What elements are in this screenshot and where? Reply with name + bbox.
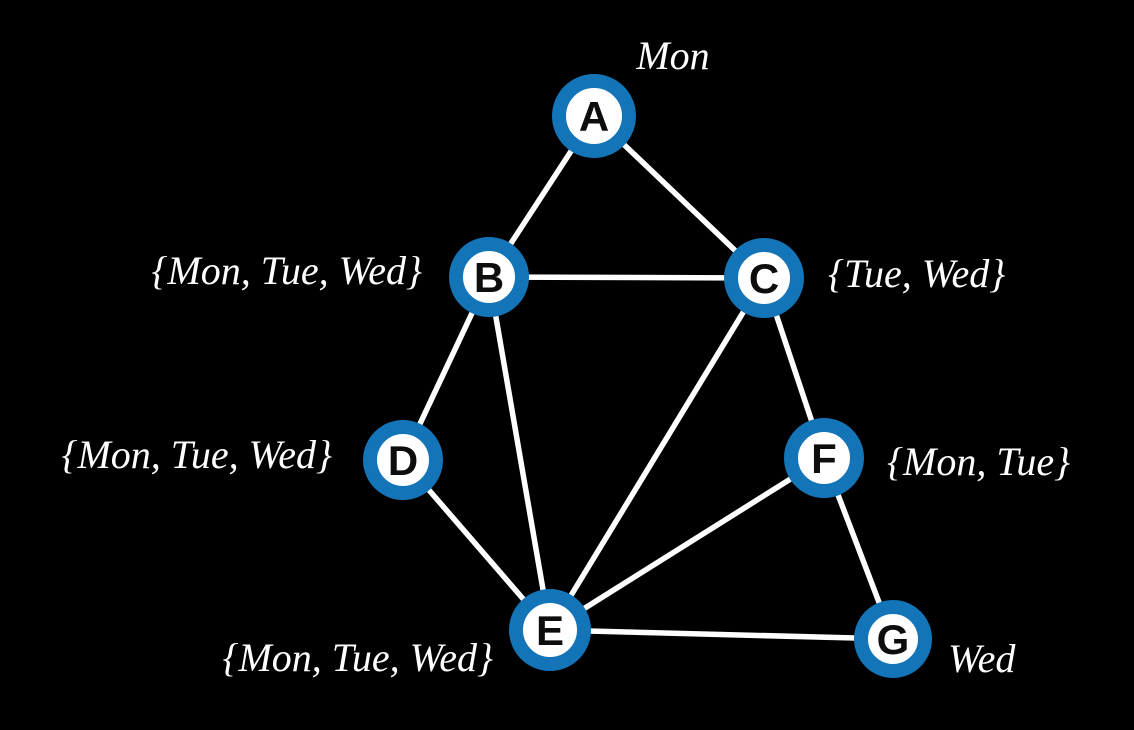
node-circle-F: [784, 418, 864, 498]
domain-label-A: Mon: [635, 33, 709, 78]
node-circle-D: [363, 420, 443, 500]
node-circle-C: [724, 238, 804, 318]
edge-C-E: [547, 275, 767, 633]
node-letter-B: B: [474, 254, 504, 301]
graph-node-D: D: [363, 420, 443, 500]
domain-label-B: {Mon, Tue, Wed}: [151, 248, 422, 293]
graph-node-B: B: [449, 237, 529, 317]
edge-B-C: [486, 274, 767, 281]
node-letter-G: G: [877, 616, 910, 663]
graph-node-F: F: [784, 418, 864, 498]
node-letter-D: D: [388, 437, 418, 484]
node-letter-F: F: [811, 435, 837, 482]
node-circle-B: [449, 237, 529, 317]
graph-node-C: C: [724, 238, 804, 318]
node-letter-A: A: [579, 93, 609, 140]
node-circle-E: [509, 589, 591, 671]
node-letter-E: E: [536, 607, 564, 654]
domain-label-C: {Tue, Wed}: [828, 251, 1005, 296]
graph-node-A: A: [552, 74, 636, 158]
domain-label-F: {Mon, Tue}: [887, 439, 1070, 484]
domain-label-D: {Mon, Tue, Wed}: [61, 432, 332, 477]
edge-E-F: [547, 455, 827, 633]
graph-node-G: G: [854, 600, 932, 678]
node-circle-A: [552, 74, 636, 158]
node-letter-C: C: [749, 255, 779, 302]
domain-label-G: Wed: [948, 636, 1016, 681]
edge-B-E: [486, 274, 553, 633]
graph-node-E: E: [509, 589, 591, 671]
node-circle-G: [854, 600, 932, 678]
edge-E-G: [547, 627, 896, 642]
domain-label-E: {Mon, Tue, Wed}: [222, 635, 493, 680]
